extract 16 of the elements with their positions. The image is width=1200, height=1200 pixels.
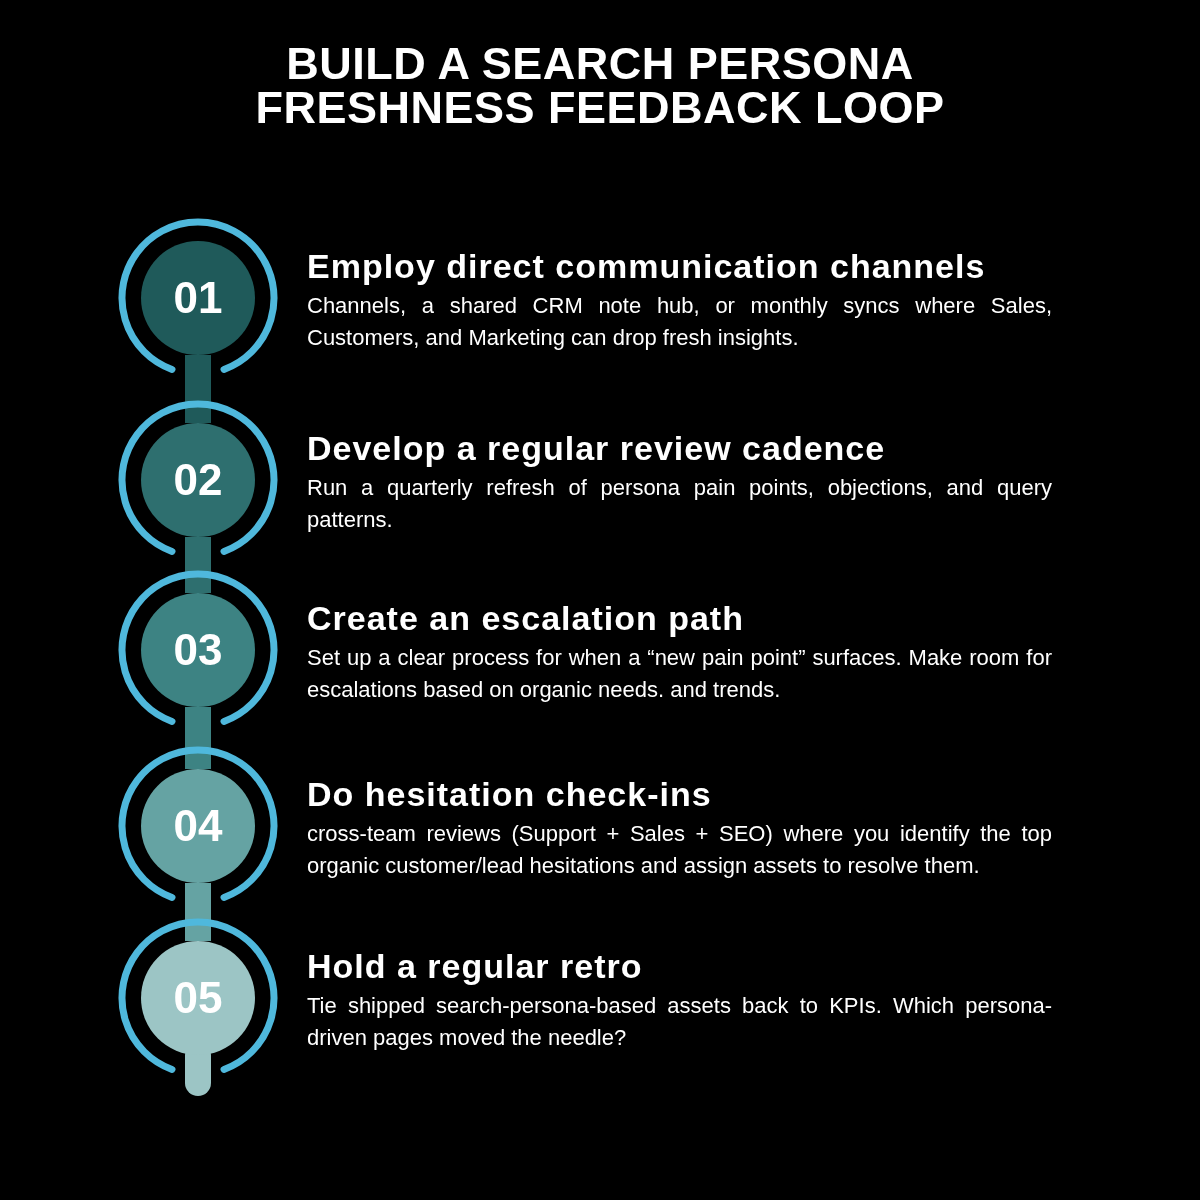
step-heading: Do hesitation check-ins	[307, 774, 713, 814]
title: BUILD A SEARCH PERSONA FRESHNESS FEEDBACK LOOP	[254, 42, 946, 130]
step-description: Run a quarterly refresh of persona pain points, objections, and query patterns.	[307, 474, 1052, 534]
step-number: 05	[173, 972, 223, 1024]
step-description: Tie shipped search-persona-based assets back to KPIs. Which persona-driven pages moved the needle?	[307, 992, 1052, 1052]
step-number: 03	[173, 624, 223, 676]
step-number: 04	[173, 800, 223, 852]
step-description: Channels, a shared CRM note hub, or monthly syncs where Sales, Customers, and Marketing can drop fresh insights.	[307, 292, 1052, 352]
step-heading: Create an escalation path	[307, 598, 745, 638]
step-heading: Hold a regular retro	[307, 946, 644, 986]
step-number: 02	[173, 454, 223, 506]
step-description: cross-team reviews (Support + Sales + SEO) where you identify the top organic customer/lead hesitations and assign assets to resolve them.	[307, 820, 1052, 880]
step-heading: Develop a regular review cadence	[307, 428, 887, 468]
step-description: Set up a clear process for when a “new pain point” surfaces. Make room for escalations based on organic needs. and trends.	[307, 644, 1052, 704]
step-number: 01	[173, 272, 223, 324]
step-heading: Employ direct communication channels	[307, 246, 987, 286]
